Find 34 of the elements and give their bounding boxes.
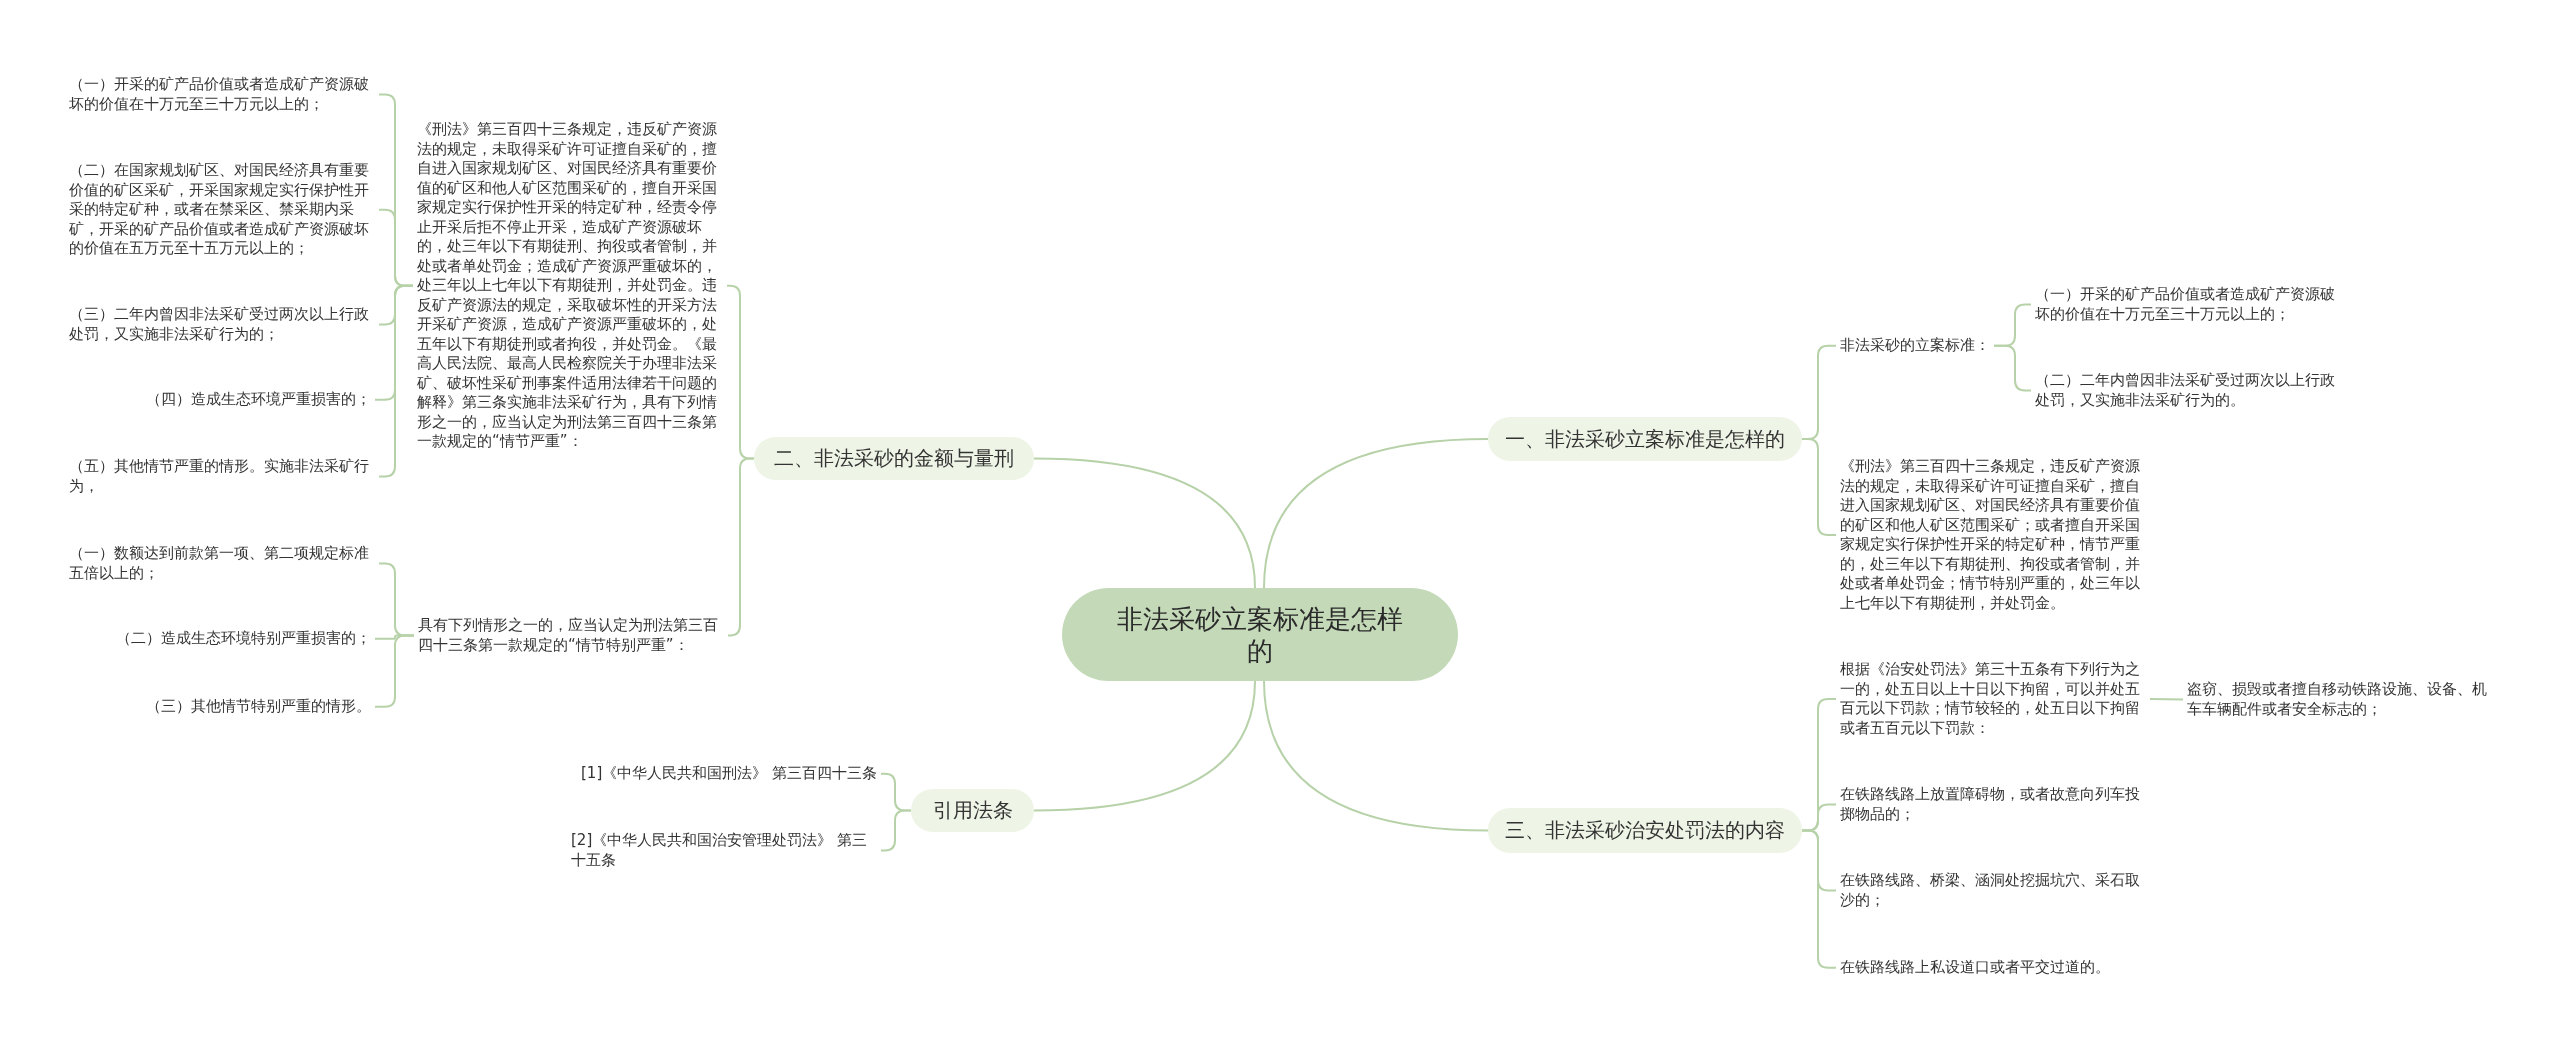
subtopic-text: 《刑法》第三百四十三条规定，违反矿产资源法的规定，未取得采矿许可证擅自采矿，擅自进入国家规划矿区、对国民经济具有重要价值的矿区和他人矿区范围采矿；或者擅自开采国家规定实行保护性开采的特定矿种，情节严重的，处三年以下有期徒刑、拘役或者管制，并处或者单处罚金；情节特别严重的，处三年以上七年以下有期徒刑，并处罚金。 [1836,457,2150,613]
subtopic-text: 在铁路线路上私设道口或者平交过道的。 [1836,958,2114,978]
branch-topic-node: 一、非法采砂立案标准是怎样的 [1488,417,1802,461]
branch-topic-node: 引用法条 [911,789,1034,832]
subtopic-text: （二）造成生态环境特别严重损害的； [112,629,375,649]
subtopic-text: （三）其他情节特别严重的情形。 [142,697,375,717]
subtopic-text: （三）二年内曾因非法采矿受过两次以上行政处罚，又实施非法采矿行为的； [65,305,379,344]
subtopic-text: 非法采砂的立案标准： [1836,336,1994,356]
subtopic-text: 在铁路线路、桥梁、涵洞处挖掘坑穴、采石取沙的； [1836,871,2150,910]
connector-line [1033,457,1256,589]
connector-line [1263,680,1489,832]
connector-line [1993,344,2032,392]
subtopic-text: （一）开采的矿产品价值或者造成矿产资源破坏的价值在十万元至三十万元以上的； [2031,285,2345,324]
subtopic-text: （一）数额达到前款第一项、第二项规定标准五倍以上的； [65,544,379,583]
central-topic-node: 非法采砂立案标准是怎样的 [1062,588,1458,681]
subtopic-text: 盗窃、损毁或者擅自移动铁路设施、设备、机车车辆配件或者安全标志的； [2183,680,2497,719]
branch-topic-node: 三、非法采砂治安处罚法的内容 [1488,808,1802,853]
connector-line [2149,698,2184,701]
subtopic-text: （一）开采的矿产品价值或者造成矿产资源破坏的价值在十万元至三十万元以上的； [65,75,379,114]
subtopic-text: （二）在国家规划矿区、对国民经济具有重要价值的矿区采矿，开采国家规定实行保护性开采的特定矿种，或者在禁采区、禁采期内采矿，开采的矿产品价值或者造成矿产资源破坏的价值在五万元至十五万元以上的； [65,161,379,259]
connector-line [880,809,912,852]
connector-line [1263,438,1489,589]
subtopic-text: （四）造成生态环境严重损害的； [142,390,375,410]
branch-topic-node: 二、非法采砂的金额与量刑 [754,437,1034,480]
connector-line [1033,680,1256,812]
subtopic-text: 《刑法》第三百四十三条规定，违反矿产资源法的规定，未取得采矿许可证擅自采矿的，擅自进入国家规划矿区、对国民经济具有重要价值的矿区和他人矿区范围采矿的，擅自开采国家规定实行保护性开采的特定矿种，经责令停止开采后拒不停止开采，造成矿产资源破坏的，处三年以下有期徒刑、拘役或者管制，并处或者单处罚金；造成矿产资源严重破坏的，处三年以上七年以下有期徒刑，并处罚金。违反矿产资源法的规定，采取破坏性的开采方法开采矿产资源，造成矿产资源严重破坏的，处五年以下有期徒刑或者拘役，并处罚金。《最高人民法院、最高人民检察院关于办理非法采矿、破坏性采矿刑事案件适用法律若干问题的解释》第三条实施非法采矿行为，具有下列情形之一的，应当认定为刑法第三百四十三条第一款规定的“情节严重”： [413,120,727,452]
subtopic-text: （二）二年内曾因非法采矿受过两次以上行政处罚，又实施非法采矿行为的。 [2031,371,2345,410]
subtopic-text: 在铁路线路上放置障碍物，或者故意向列车投掷物品的； [1836,785,2150,824]
subtopic-text: （五）其他情节严重的情形。实施非法采矿行为， [65,457,379,496]
subtopic-text: 具有下列情形之一的，应当认定为刑法第三百四十三条第一款规定的“情节特别严重”： [414,616,728,655]
subtopic-text: [2]《中华人民共和国治安管理处罚法》 第三十五条 [567,831,881,870]
subtopic-text: [1]《中华人民共和国刑法》 第三百四十三条 [577,764,881,784]
subtopic-text: 根据《治安处罚法》第三十五条有下列行为之一的，处五日以上十日以下拘留，可以并处五百元以下罚款；情节较轻的，处五日以下拘留或者五百元以下罚款： [1836,660,2150,738]
connector-line [727,457,755,637]
